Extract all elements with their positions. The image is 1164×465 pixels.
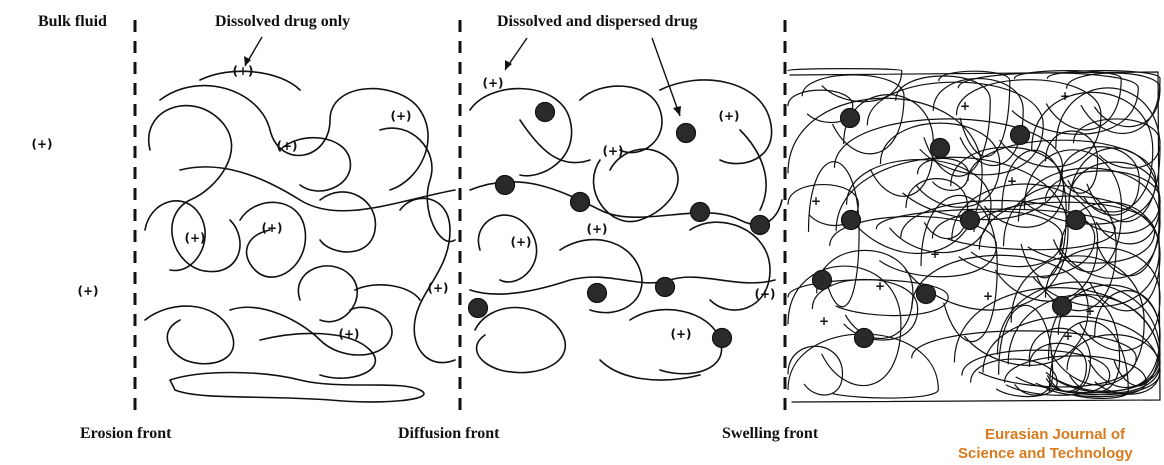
dispersed-drug-particle — [961, 211, 980, 230]
dissolved-drug-marker: (+) — [276, 139, 297, 153]
dispersed-drug-particle — [751, 216, 770, 235]
dissolved-and-dispersed-drug-label: Dissolved and dispersed drug — [497, 14, 698, 30]
dissolved-drug-marker: (+) — [184, 231, 205, 245]
polymer-chain — [962, 350, 1110, 395]
dispersed-drug-particle — [677, 124, 696, 143]
arrow-dissolved-dispersed-left — [505, 38, 527, 70]
dissolved-drug-marker: + — [875, 279, 885, 293]
dispersed-drug-particle — [855, 329, 874, 348]
dispersed-drug-particle — [536, 103, 555, 122]
dispersed-drug-particle — [469, 299, 488, 318]
dispersed-drug-particle — [1067, 211, 1086, 230]
dissolved-drug-marker: (+) — [427, 281, 448, 295]
polymer-chain — [939, 71, 1010, 156]
erosion-front-label: Erosion front — [80, 426, 171, 442]
watermark-line-1: Eurasian Journal of — [985, 426, 1125, 445]
dissolved-drug-marker: (+) — [602, 144, 623, 158]
polymer-chain — [788, 346, 842, 395]
dispersed-drug-particle — [656, 278, 675, 297]
dispersed-drug-particle — [931, 139, 950, 158]
dissolved-drug-marker: (+) — [670, 327, 691, 341]
dispersed-drug-particle — [496, 176, 515, 195]
dissolved-drug-marker: (+) — [232, 64, 253, 78]
dispersed-drug-particle — [571, 193, 590, 212]
dissolved-drug-marker: (+) — [754, 287, 775, 301]
polymer-chain — [971, 359, 1057, 397]
polymer-chain — [906, 179, 968, 239]
gel-layer-chains — [470, 80, 782, 380]
dispersed-drug-particle — [842, 211, 861, 230]
dispersed-drug-particle — [588, 284, 607, 303]
dissolved-drug-marker: + — [1007, 174, 1017, 188]
polymer-chain — [997, 282, 1160, 391]
dissolved-drug-marker: + — [1060, 89, 1070, 103]
polymer-chain — [1074, 119, 1160, 168]
dissolved-drug-marker: (+) — [510, 235, 531, 249]
dissolved-drug-marker: (+) — [390, 109, 411, 123]
dissolved-drug-marker: (+) — [482, 76, 503, 90]
dissolved-drug-marker: + — [930, 247, 940, 261]
dispersed-drug-particle — [691, 203, 710, 222]
bulk-fluid-label: Bulk fluid — [38, 14, 107, 30]
dispersed-drug-particle — [713, 329, 732, 348]
dispersed-drug-particle — [813, 271, 832, 290]
dissolved-drug-marker: (+) — [261, 221, 282, 235]
dissolved-drug-marker: + — [960, 99, 970, 113]
dispersed-drug-particle — [841, 109, 860, 128]
dissolved-drug-marker: + — [1085, 304, 1095, 318]
swelling-front-label: Swelling front — [722, 426, 818, 442]
dissolved-drug-marker: + — [1063, 329, 1073, 343]
polymer-chain — [958, 73, 1138, 134]
dissolved-drug-marker: (+) — [718, 109, 739, 123]
watermark-line-2: Science and Technology — [958, 445, 1133, 464]
dissolved-drug-marker: + — [983, 289, 993, 303]
arrow-dissolved-only — [244, 37, 262, 66]
dissolved-drug-marker: (+) — [338, 327, 359, 341]
arrow-dissolved-dispersed-right — [652, 38, 681, 116]
dissolved-drug-marker: (+) — [586, 222, 607, 236]
dissolved-drug-marker: + — [811, 194, 821, 208]
dissolved-drug-marker: + — [819, 314, 829, 328]
dispersed-drug-particle — [917, 285, 936, 304]
diffusion-front-label: Diffusion front — [398, 426, 500, 442]
dissolved-drug-marker: (+) — [77, 284, 98, 298]
polymer-chain — [1032, 92, 1153, 212]
dissolved-drug-marker: (+) — [31, 137, 52, 151]
dispersed-drug-particle — [1053, 297, 1072, 316]
polymer-chain — [788, 69, 902, 102]
dissolved-drug-only-label: Dissolved drug only — [215, 14, 350, 30]
dispersed-drug-particle — [1011, 126, 1030, 145]
